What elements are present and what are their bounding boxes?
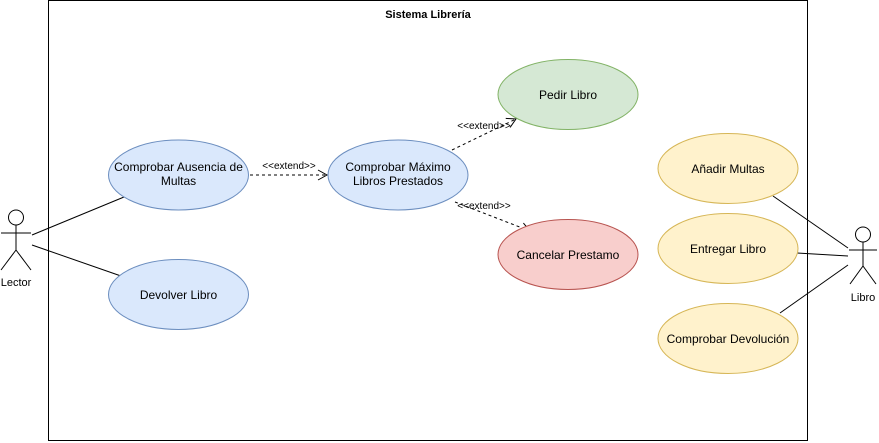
use-case-label: Comprobar Máximo [345, 160, 451, 174]
use-case-label: Comprobar Ausencia de [114, 160, 243, 174]
extend-label-3: <<extend>> [457, 201, 511, 212]
use-case-label: Pedir Libro [539, 88, 597, 102]
association-libro-entregar-libro [796, 252, 849, 257]
actor-label-lector: Lector [1, 277, 32, 289]
use-case-label: Entregar Libro [690, 242, 766, 256]
stick-figure-icon [849, 226, 877, 285]
use-case-comprobar-maximo-libros[interactable]: Comprobar Máximo Libros Prestados [327, 139, 469, 211]
use-case-comprobar-devolucion[interactable]: Comprobar Devolución [657, 303, 799, 374]
extend-arrow-maximo-to-cancelar [454, 201, 531, 233]
stick-figure-icon [0, 209, 32, 271]
use-case-devolver-libro[interactable]: Devolver Libro [108, 259, 249, 330]
use-case-label: Cancelar Prestamo [517, 248, 620, 262]
association-libro-anadir-multas [772, 195, 849, 249]
actor-libro[interactable]: Libro [849, 226, 877, 304]
actor-lector[interactable]: Lector [0, 209, 32, 289]
actor-label-libro: Libro [851, 292, 875, 304]
use-case-label: Devolver Libro [140, 288, 218, 302]
use-case-cancelar-prestamo[interactable]: Cancelar Prestamo [497, 219, 639, 290]
extend-label-1: <<extend>> [262, 161, 316, 172]
use-case-comprobar-ausencia-multas[interactable]: Comprobar Ausencia de Multas [108, 139, 249, 211]
use-case-label: Añadir Multas [691, 162, 764, 176]
association-libro-comprobar-devolucion [779, 264, 849, 314]
use-case-anadir-multas[interactable]: Añadir Multas [657, 133, 799, 204]
use-case-label: Libros Prestados [353, 174, 443, 188]
system-boundary [48, 0, 808, 441]
system-title: Sistema Librería [385, 9, 471, 21]
use-case-entregar-libro[interactable]: Entregar Libro [657, 213, 799, 284]
use-case-label: Multas [161, 174, 196, 188]
extend-label-2: <<extend>> [457, 121, 511, 132]
association-lector-devolver-libro [31, 244, 122, 277]
use-case-pedir-libro[interactable]: Pedir Libro [497, 59, 639, 130]
use-case-label: Comprobar Devolución [667, 332, 790, 346]
association-lector-comprobar-ausencia [31, 196, 125, 236]
